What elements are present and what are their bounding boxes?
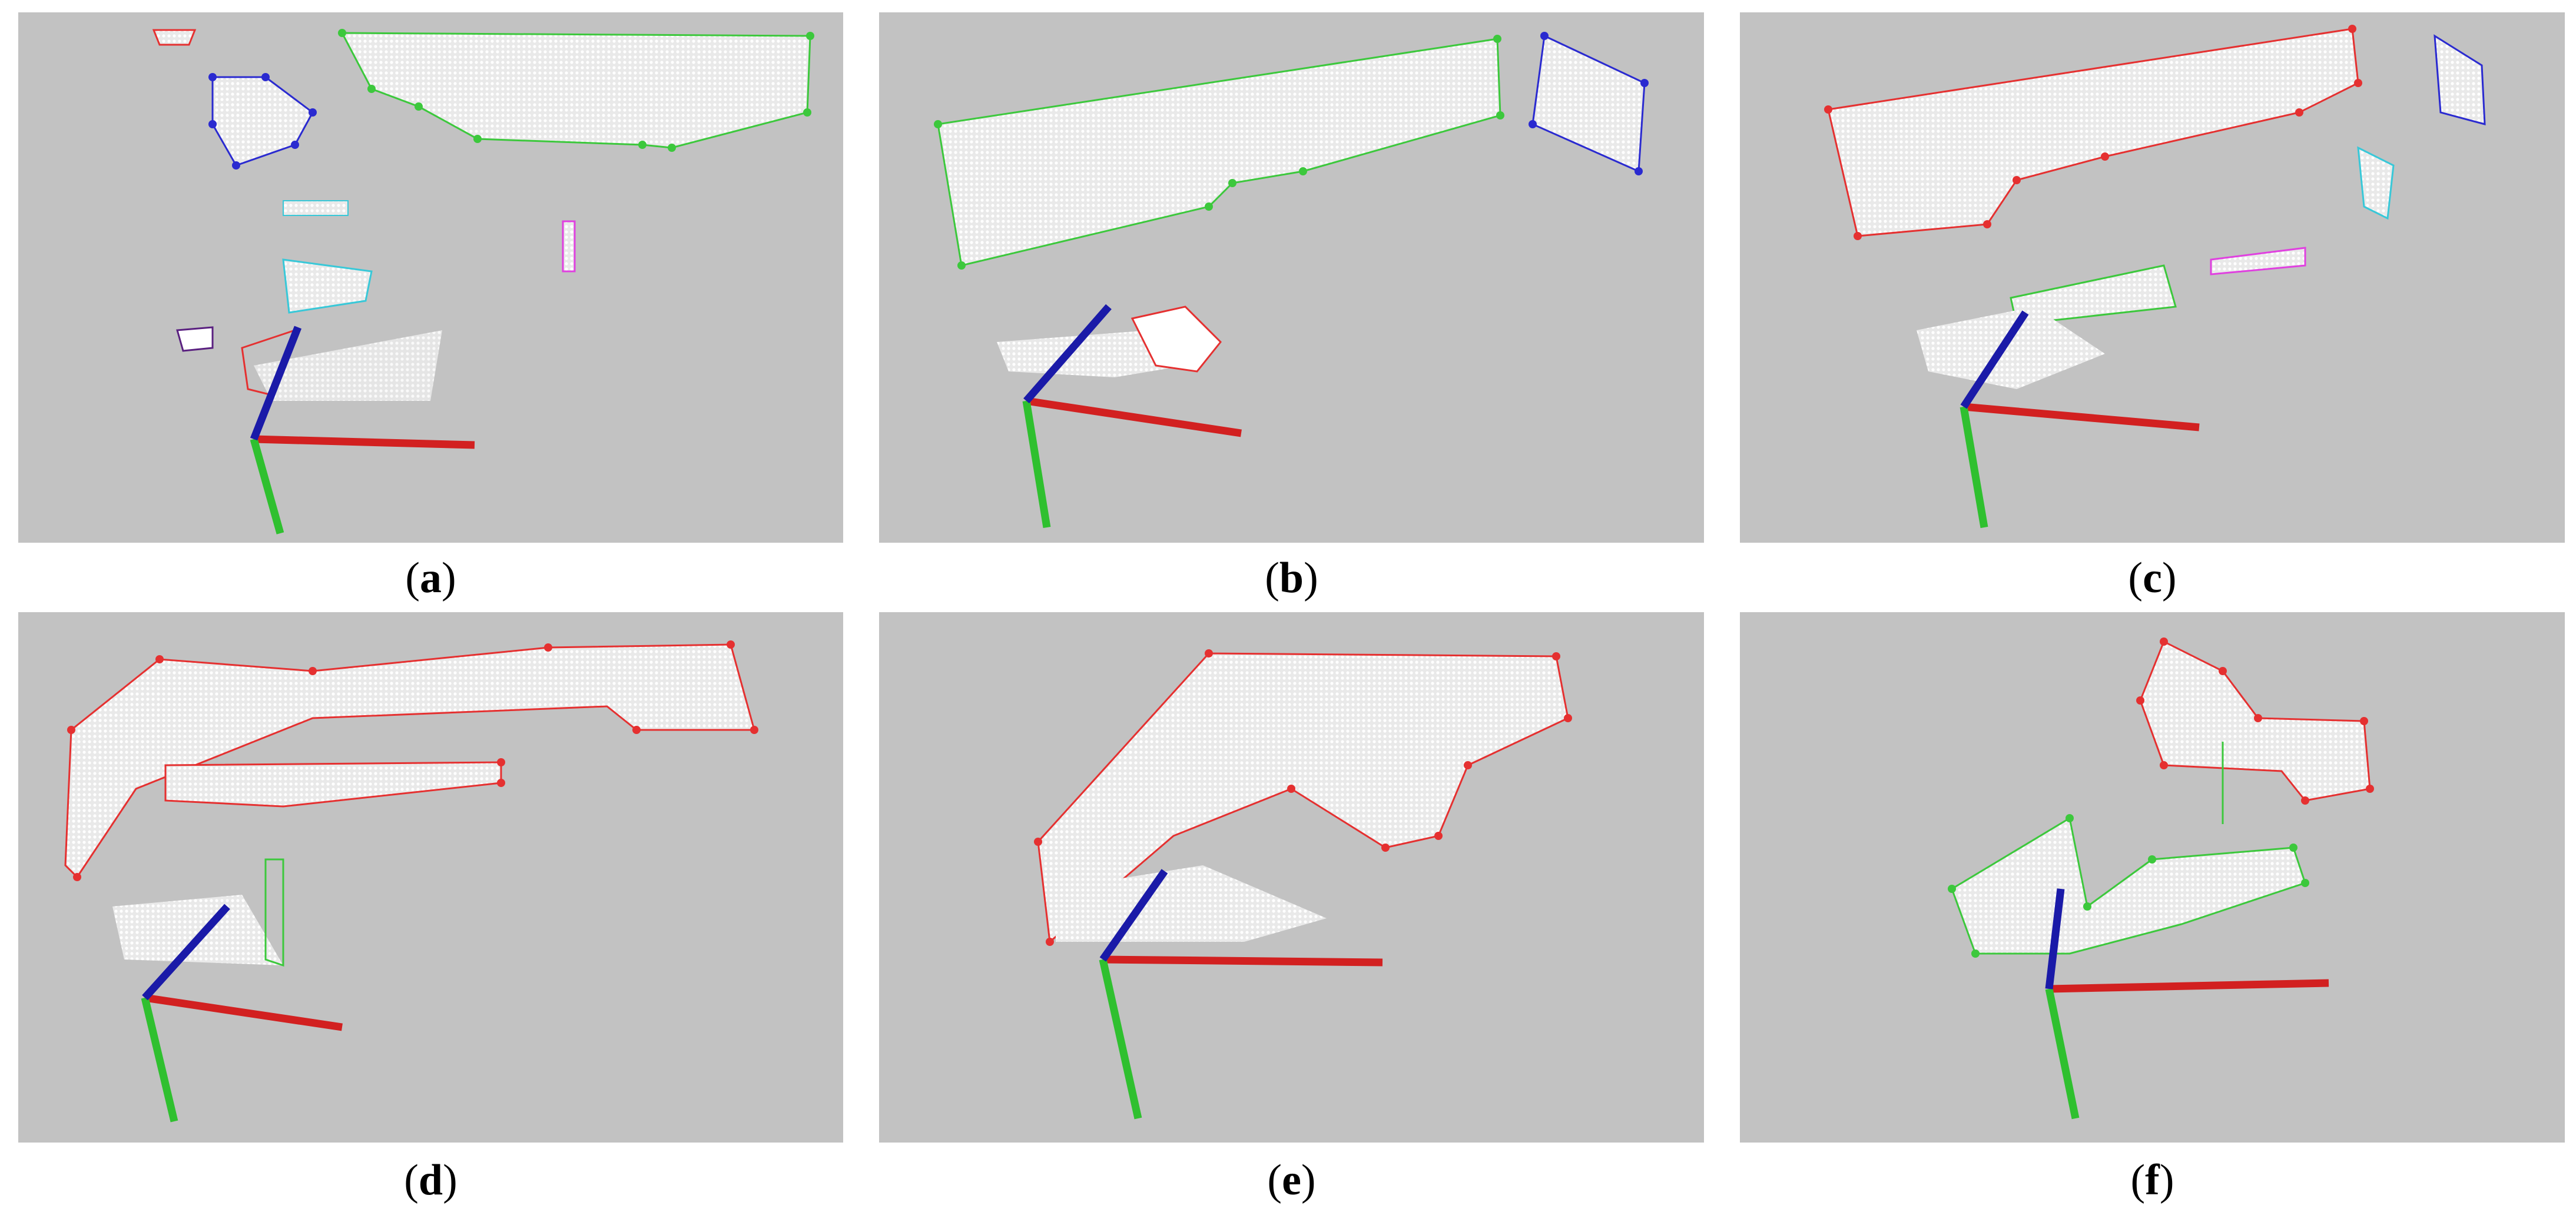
panel-a xyxy=(18,12,843,543)
green-segment xyxy=(937,38,1501,267)
y-axis xyxy=(1960,406,1988,529)
green-segment xyxy=(1951,816,2306,955)
y-axis xyxy=(2045,988,2080,1120)
cyan-segment xyxy=(2357,146,2395,220)
point-cloud-view-f xyxy=(1948,637,2374,1120)
point-cloud-view-b xyxy=(934,32,1649,529)
red-segment xyxy=(2139,640,2371,802)
x-axis xyxy=(1026,397,1242,437)
green-segment xyxy=(264,858,284,967)
z-axis xyxy=(1099,869,1168,962)
blue-segment xyxy=(2434,34,2486,125)
panel-f xyxy=(1740,612,2565,1143)
x-axis xyxy=(1963,403,2200,431)
green-segment xyxy=(340,32,811,149)
x-axis xyxy=(144,994,343,1031)
y-axis xyxy=(1022,400,1051,529)
panel-c xyxy=(1740,12,2565,543)
y-axis xyxy=(141,997,178,1123)
caption-c: (c) xyxy=(2128,554,2177,602)
z-axis xyxy=(2045,888,2065,989)
magenta-segment xyxy=(2210,247,2306,275)
caption-a: (a) xyxy=(405,554,456,602)
red-segment xyxy=(64,643,755,879)
cyan-segment xyxy=(282,258,373,314)
caption-e: (e) xyxy=(1267,1156,1316,1204)
red-segment xyxy=(1130,306,1222,373)
x-axis xyxy=(1102,955,1383,967)
x-axis xyxy=(253,435,475,449)
z-axis xyxy=(1960,310,2029,409)
caption-b: (b) xyxy=(1265,554,1318,602)
magenta-segment xyxy=(562,220,576,273)
blue-segment xyxy=(1531,34,1646,173)
caption-f: (f) xyxy=(2130,1156,2174,1204)
panel-e xyxy=(879,612,1704,1143)
red-segment xyxy=(1827,28,2359,237)
x-axis xyxy=(2048,979,2329,993)
z-axis xyxy=(250,326,302,441)
point-cloud-view-e xyxy=(1034,649,1572,1120)
z-axis xyxy=(142,904,230,1001)
point-cloud-view-a xyxy=(152,29,814,534)
blue-segment xyxy=(211,76,314,167)
y-axis xyxy=(1099,958,1142,1120)
point-cloud-view-c xyxy=(1824,25,2486,529)
panel-d xyxy=(18,612,843,1143)
point-cloud-view-d xyxy=(64,640,758,1123)
panel-b xyxy=(879,12,1704,543)
y-axis xyxy=(250,438,284,534)
z-axis xyxy=(1023,304,1112,404)
caption-d: (d) xyxy=(404,1156,457,1204)
